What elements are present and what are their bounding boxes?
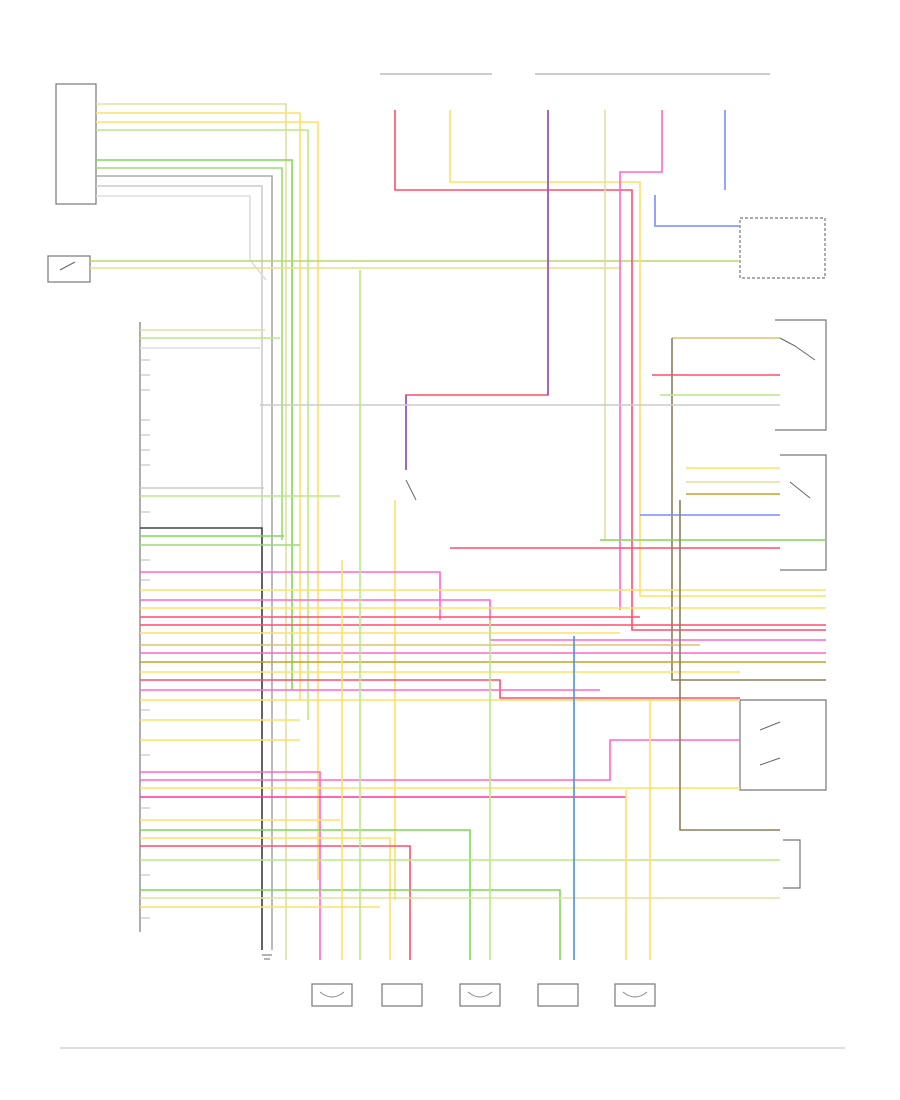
wire <box>96 185 263 950</box>
wire <box>140 571 441 620</box>
wire <box>96 195 267 281</box>
wire <box>449 110 826 597</box>
wheel-sensor-lr-box <box>459 983 501 1007</box>
brake-switch-box <box>775 319 827 431</box>
wire <box>140 829 471 960</box>
wire <box>140 837 391 960</box>
wheel-sensor-lf-box <box>381 983 423 1007</box>
wire <box>394 110 826 631</box>
wire <box>96 159 293 690</box>
wire <box>140 889 561 960</box>
switch-symbols <box>59 261 816 960</box>
ground-icon <box>262 954 272 960</box>
brake-switch-icon <box>779 337 816 361</box>
relay-switch-icon <box>59 261 76 271</box>
wire <box>140 679 740 699</box>
abs-module-box <box>780 454 827 571</box>
wire <box>140 845 411 960</box>
wire <box>96 175 273 950</box>
relay-box <box>47 255 91 283</box>
sensor-glyphs <box>319 991 648 998</box>
wire-group <box>90 103 826 960</box>
wire <box>619 110 663 610</box>
wire <box>679 500 780 831</box>
wire <box>140 739 740 781</box>
wire <box>140 771 321 960</box>
wire <box>96 112 301 700</box>
sensor-lr-icon <box>467 991 493 998</box>
abs-switch-icon <box>789 481 811 499</box>
wire <box>96 167 283 540</box>
ground-block <box>783 839 801 889</box>
wire <box>96 103 287 960</box>
wheel-sensor-rr-box <box>311 983 353 1007</box>
wire <box>140 527 263 950</box>
fuse-panel-box <box>55 83 97 205</box>
wire <box>405 110 549 470</box>
sensor-4-icon <box>622 991 648 998</box>
wheel-sensor-4-box <box>614 983 656 1007</box>
wheel-sensor-rf-box <box>537 983 579 1007</box>
control-module-box <box>739 699 827 791</box>
sensor-rr-icon <box>319 991 345 998</box>
ecm-pin-ticks <box>140 359 150 919</box>
wire <box>96 121 319 880</box>
inline-switch-icon <box>405 479 417 501</box>
wire <box>140 599 826 641</box>
wire <box>654 195 740 227</box>
headlamp-switch-box <box>739 217 826 279</box>
wire <box>96 129 309 720</box>
wire <box>671 338 826 681</box>
control-switch-icon <box>759 721 781 766</box>
